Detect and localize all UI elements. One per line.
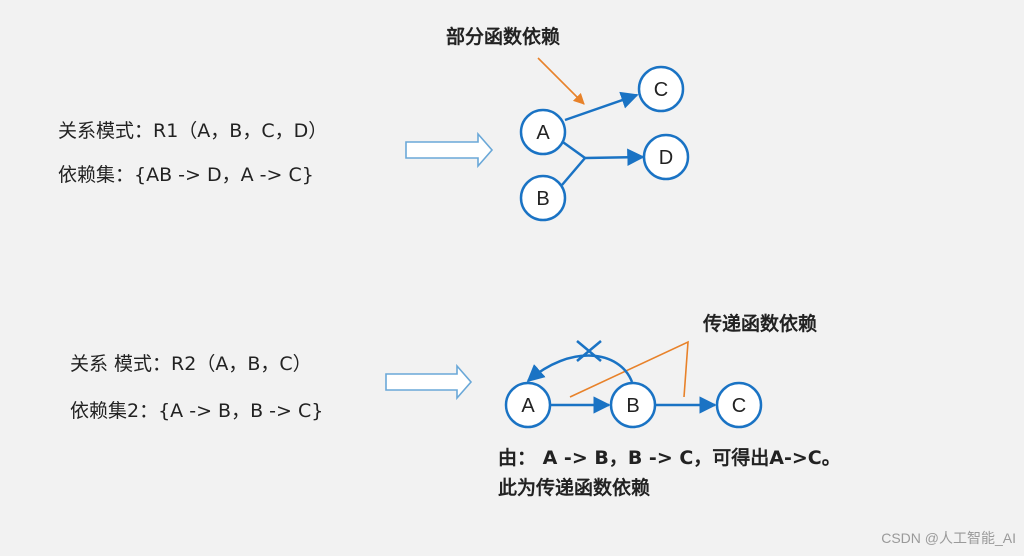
example1-annotation-pointer	[537, 57, 585, 105]
edge-ab-to-d	[584, 148, 645, 167]
example2-explanation-line2: 此为传递函数依赖	[498, 476, 650, 499]
node-b-label: B	[626, 395, 639, 417]
watermark: CSDN @人工智能_AI	[881, 530, 1016, 546]
example1-schema-text: 关系模式：R1（A，B，C，D）	[58, 120, 327, 142]
example2-schema-text: 关系 模式：R2（A，B，C）	[70, 353, 312, 375]
cross-mark-icon	[576, 340, 602, 362]
node-c-label: C	[654, 79, 668, 101]
example1-annotation-label: 部分函数依赖	[446, 25, 560, 48]
node-d: D	[642, 133, 690, 181]
example2-deps-text: 依赖集2：{A -> B，B -> C}	[70, 400, 323, 422]
node-c: C	[637, 65, 685, 113]
example1-hollow-arrow	[405, 131, 494, 169]
example2-annotation-label: 传递函数依赖	[702, 312, 817, 335]
node-b: B	[609, 381, 657, 429]
example2-group: 关系 模式：R2（A，B，C） 依赖集2：{A -> B，B -> C} 传递函…	[70, 312, 841, 499]
node-a: A	[504, 381, 552, 429]
node-a-label: A	[521, 395, 535, 417]
example1-deps-text: 依赖集：{AB -> D，A -> C}	[58, 164, 314, 186]
node-b-label: B	[536, 188, 549, 210]
example2-explanation-line1: 由： A -> B，B -> C，可得出A->C。	[498, 446, 841, 469]
example2-annotation-lines	[569, 340, 689, 398]
edge-ab-merge	[559, 138, 587, 186]
node-d-label: D	[659, 147, 673, 169]
node-c-label: C	[732, 395, 746, 417]
node-c: C	[715, 381, 763, 429]
example1-group: 关系模式：R1（A，B，C，D） 依赖集：{AB -> D，A -> C} 部分…	[58, 25, 690, 222]
node-a: A	[519, 108, 567, 156]
node-a-label: A	[536, 122, 550, 144]
node-b: B	[519, 174, 567, 222]
edge-a-c-crossed-curve	[526, 354, 634, 383]
example2-hollow-arrow	[385, 363, 473, 401]
edge-a-to-c	[564, 91, 639, 122]
